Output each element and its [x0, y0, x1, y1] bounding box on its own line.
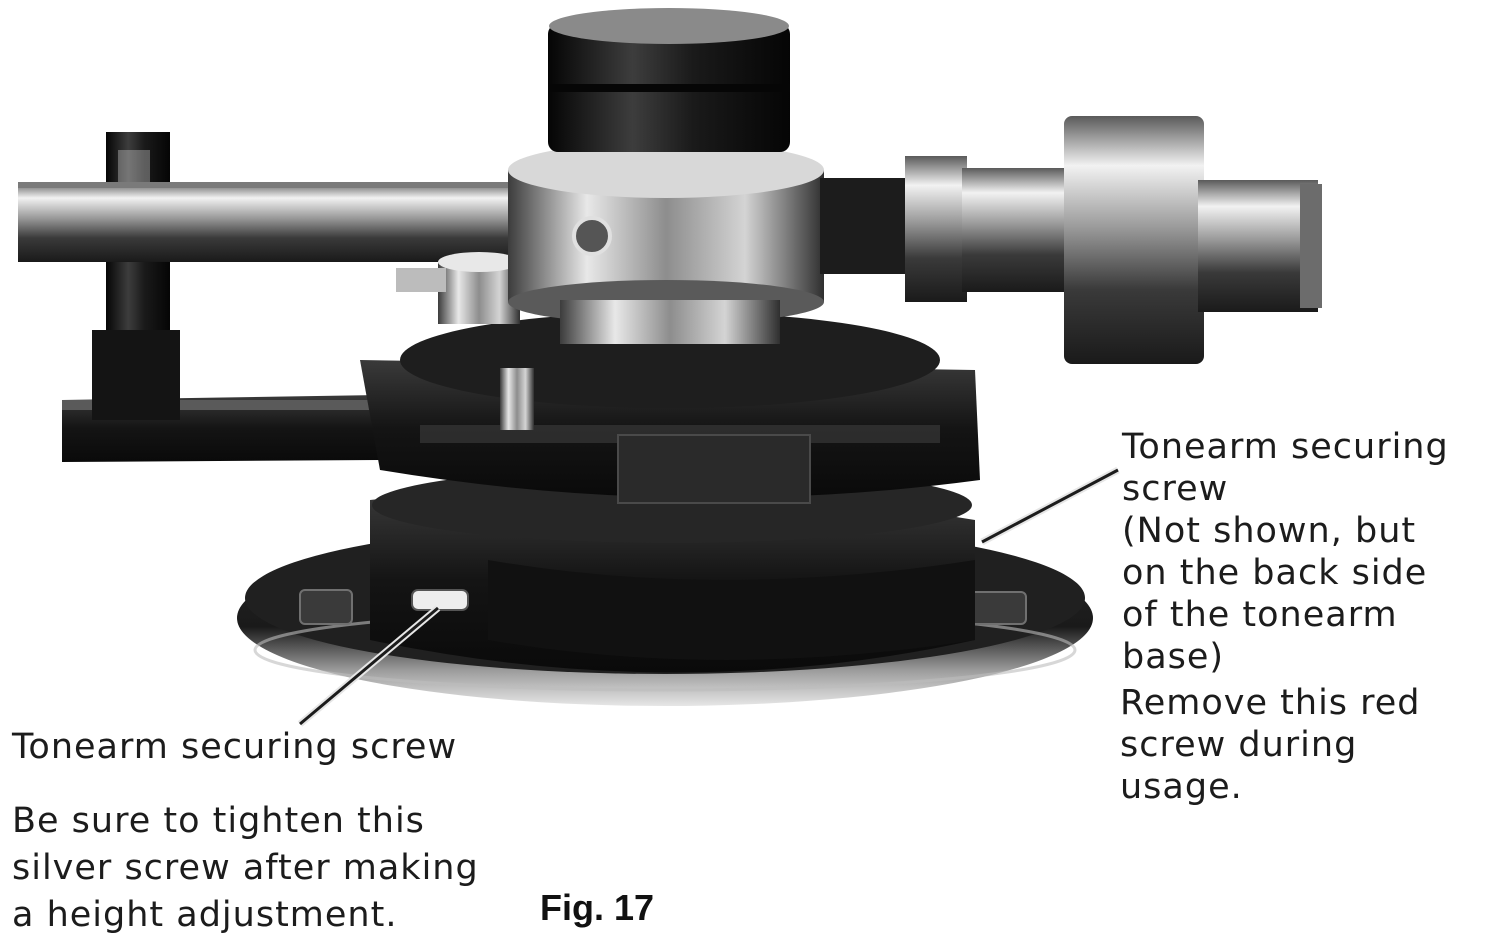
right-callout-note: Remove this red screw during usage.	[1120, 683, 1421, 807]
gear-housing	[360, 312, 980, 504]
leader-line-left-core	[299, 606, 439, 726]
plate-bolt-left	[299, 589, 353, 625]
pivot-collar	[508, 142, 824, 344]
arm-lift-post	[92, 132, 180, 420]
right-callout-parenthetical: (Not shown, but on the back side of the …	[1122, 511, 1428, 677]
collar-screw-icon	[572, 216, 612, 256]
counterweight	[820, 116, 1322, 364]
tonearm-tube	[18, 182, 538, 262]
leader-line-right-core	[981, 468, 1119, 544]
silver-securing-screw	[411, 589, 469, 611]
figure-caption: Fig. 17	[540, 887, 655, 928]
spring-stack	[500, 368, 534, 430]
height-adjust-block	[617, 434, 811, 504]
left-callout-title: Tonearm securing screw	[12, 727, 458, 767]
lateral-post	[396, 252, 520, 324]
right-callout-title: Tonearm securing screw	[1122, 427, 1449, 509]
plate-bolt-right	[969, 591, 1027, 625]
left-callout-note: Be sure to tighten this silver screw aft…	[12, 801, 479, 935]
top-knob	[548, 8, 790, 152]
